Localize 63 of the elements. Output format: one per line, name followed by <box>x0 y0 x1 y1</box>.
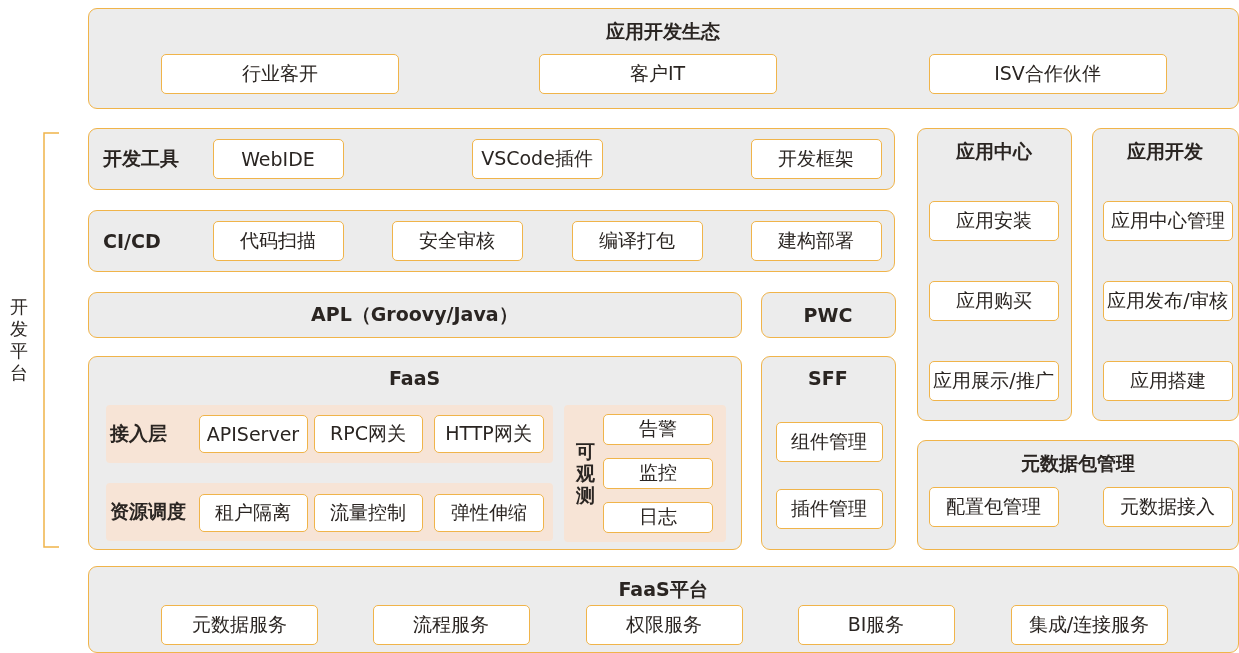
module-box: 权限服务 <box>585 604 743 645</box>
layer-panel <box>917 440 1239 550</box>
module-box: BI服务 <box>797 604 955 645</box>
panel-title: 应用中心 <box>956 139 1032 164</box>
layer-panel <box>761 356 896 550</box>
module-box: 日志 <box>602 501 713 533</box>
panel-title: 可观测 <box>575 440 596 506</box>
module-box: 开发框架 <box>750 138 882 179</box>
module-box: RPC网关 <box>313 414 423 453</box>
module-box: 代码扫描 <box>212 220 344 261</box>
module-box: 集成/连接服务 <box>1010 604 1168 645</box>
module-box: VSCode插件 <box>471 138 603 179</box>
module-box: APIServer <box>198 414 308 453</box>
group-panel <box>105 482 553 541</box>
module-box: 流量控制 <box>313 493 423 532</box>
module-box: 组件管理 <box>775 421 883 462</box>
layer-panel <box>88 566 1239 653</box>
module-box: 应用中心管理 <box>1102 200 1233 241</box>
module-box: 编译打包 <box>571 220 703 261</box>
layer-panel <box>88 128 895 190</box>
panel-title: PWC <box>803 303 853 326</box>
panel-title: FaaS <box>389 367 441 389</box>
panel-title: 应用开发生态 <box>606 19 720 44</box>
panel-title: 应用开发 <box>1127 139 1203 164</box>
module-box: HTTP网关 <box>433 414 544 453</box>
panel-title: APL（Groovy/Java） <box>311 301 518 327</box>
module-box: 应用发布/审核 <box>1102 280 1233 321</box>
layer-panel <box>88 292 742 338</box>
module-box: 安全审核 <box>391 220 523 261</box>
panel-title: 开发工具 <box>103 145 179 171</box>
group-panel <box>105 404 553 463</box>
side-label: 开发平台 <box>9 296 29 384</box>
panel-title: CI/CD <box>103 229 161 252</box>
layer-panel <box>1092 128 1239 421</box>
layer-panel <box>917 128 1072 421</box>
module-box: 元数据接入 <box>1102 486 1233 527</box>
panel-title: FaaS平台 <box>618 577 708 602</box>
module-box: 配置包管理 <box>928 486 1059 527</box>
module-box: 建构部署 <box>750 220 882 261</box>
module-box: 应用安装 <box>928 200 1059 241</box>
module-box: 客户IT <box>538 53 777 94</box>
panel-title: 资源调度 <box>109 498 186 524</box>
module-box: 流程服务 <box>372 604 530 645</box>
module-box: 告警 <box>602 413 713 445</box>
module-box: 弹性伸缩 <box>433 493 544 532</box>
module-box: 租户隔离 <box>198 493 308 532</box>
group-panel <box>563 404 726 542</box>
panel-title: 元数据包管理 <box>1020 451 1135 476</box>
module-box: 应用搭建 <box>1102 360 1233 401</box>
module-box: 应用展示/推广 <box>928 360 1059 401</box>
module-box: 插件管理 <box>775 488 883 529</box>
layer-panel <box>761 292 896 338</box>
module-box: 监控 <box>602 457 713 489</box>
panel-title: SFF <box>808 367 848 389</box>
layer-panel <box>88 8 1239 109</box>
layer-panel <box>88 210 895 272</box>
module-box: 元数据服务 <box>160 604 318 645</box>
layer-panel <box>88 356 742 550</box>
module-box: 行业客开 <box>160 53 399 94</box>
module-box: WebIDE <box>212 138 344 179</box>
module-box: ISV合作伙伴 <box>928 53 1167 94</box>
module-box: 应用购买 <box>928 280 1059 321</box>
panel-title: 接入层 <box>109 420 167 446</box>
